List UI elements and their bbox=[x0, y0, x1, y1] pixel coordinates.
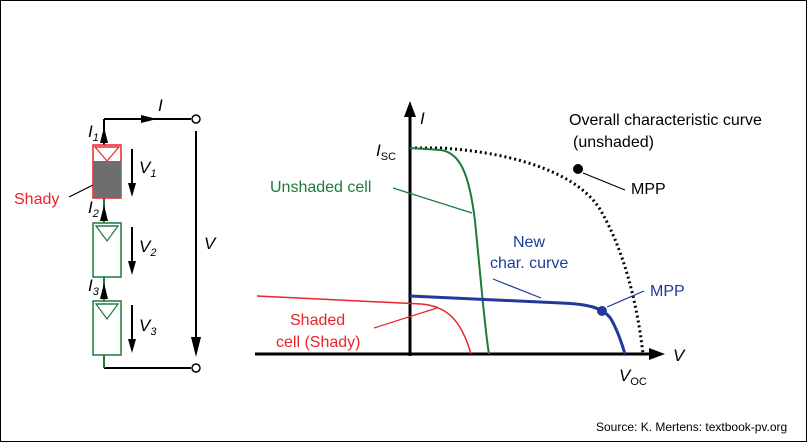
voltage-arrow-icon bbox=[191, 337, 201, 357]
isc-label: ISC bbox=[376, 141, 396, 163]
new-curve-pointer bbox=[492, 278, 542, 299]
new-char-curve bbox=[409, 294, 627, 355]
mpp-bottom-pointer bbox=[606, 290, 645, 308]
cell3-voltage-label: V3 bbox=[139, 316, 157, 338]
cell3-current-arrow-icon bbox=[100, 283, 108, 299]
cell2-voltage-label: V2 bbox=[139, 237, 156, 259]
x-axis-arrow-icon bbox=[649, 348, 665, 360]
shady-label: Shady bbox=[14, 191, 59, 208]
overall-curve-label-2: (unshaded) bbox=[573, 134, 654, 151]
terminal-top[interactable] bbox=[191, 114, 201, 124]
shady-pointer bbox=[68, 184, 94, 198]
series-circuit: I V bbox=[14, 96, 217, 373]
voc-label: VOC bbox=[619, 366, 647, 388]
mpp-top-point[interactable] bbox=[573, 164, 583, 174]
cell3-voltage-arrow-icon bbox=[128, 339, 136, 353]
shaded-cell-curve bbox=[256, 295, 472, 355]
source-credit: Source: K. Mertens: textbook-pv.org bbox=[596, 420, 787, 434]
current-arrow-icon bbox=[141, 115, 157, 123]
terminal-bottom[interactable] bbox=[191, 363, 201, 373]
cell1-voltage-label: V1 bbox=[139, 158, 156, 180]
x-axis-label: V bbox=[673, 346, 686, 365]
shaded-pointer bbox=[373, 307, 438, 329]
overall-curve-label-1: Overall characteristic curve bbox=[569, 112, 762, 129]
mpp-top-pointer bbox=[582, 172, 626, 191]
cell2-current-arrow-icon bbox=[100, 205, 108, 221]
mpp-top-label: MPP bbox=[631, 181, 666, 198]
cell2-voltage-arrow-icon bbox=[128, 261, 136, 275]
mpp-bottom-label: MPP bbox=[650, 283, 685, 300]
unshaded-pointer bbox=[392, 187, 473, 214]
cell1-voltage-arrow-icon bbox=[128, 183, 136, 197]
cell1-current-label: I1 bbox=[88, 122, 99, 144]
unshaded-cell-label: Unshaded cell bbox=[270, 179, 371, 196]
current-label: I bbox=[158, 96, 163, 115]
cell2-current-label: I2 bbox=[88, 198, 99, 220]
iv-graph: I V ISC VOC Overall characteristic curve… bbox=[255, 101, 762, 388]
new-curve-label-1: New bbox=[513, 234, 545, 251]
cell-2 bbox=[92, 222, 122, 278]
voltage-label: V bbox=[204, 234, 217, 253]
new-curve-label-2: char. curve bbox=[490, 255, 568, 272]
unshaded-cell-curve bbox=[409, 147, 490, 355]
cell3-current-label: I3 bbox=[88, 276, 100, 298]
cell1-current-arrow-icon bbox=[100, 127, 108, 143]
y-axis-label: I bbox=[420, 109, 425, 128]
mpp-bottom-point[interactable] bbox=[597, 306, 607, 316]
cell-1-shaded bbox=[92, 144, 122, 199]
overall-curve bbox=[410, 146, 645, 355]
cell-3 bbox=[92, 300, 122, 356]
shaded-cell-label-1: Shaded bbox=[290, 312, 345, 329]
y-axis-arrow-icon bbox=[404, 101, 416, 117]
shaded-cell-label-2: cell (Shady) bbox=[276, 334, 360, 351]
